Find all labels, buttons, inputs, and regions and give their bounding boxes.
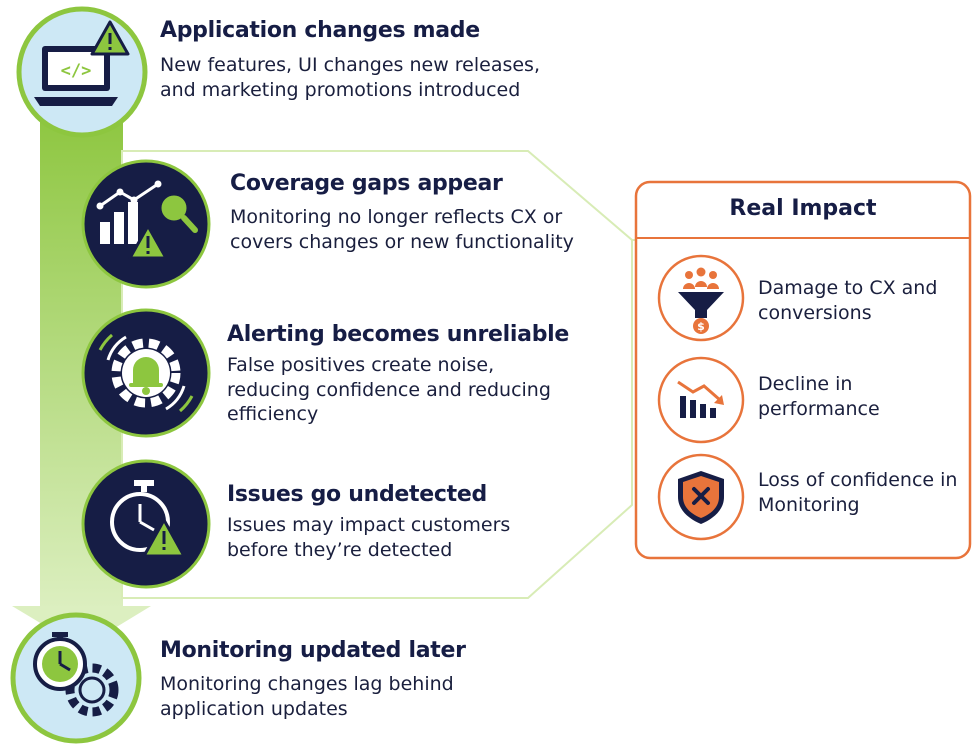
bar-chart-decline-icon	[657, 356, 745, 444]
step-title: Issues go undetected	[227, 482, 487, 507]
step-title: Monitoring updated later	[160, 638, 466, 663]
step-description: New features, UI changes new releases, a…	[160, 54, 540, 101]
middle-panel-outline	[121, 150, 633, 599]
impact-item-label: Decline in performance	[758, 373, 880, 420]
step-description: False positives create noise, reducing c…	[227, 354, 551, 425]
impact-item-label: Loss of confidence in Monitoring	[758, 469, 958, 516]
gear-bell-icon	[81, 308, 211, 438]
svg-text:$: $	[697, 320, 705, 333]
step-description: Issues may impact customers before they’…	[227, 514, 511, 561]
step-description: Monitoring changes lag behind applicatio…	[160, 673, 454, 720]
step-title: Coverage gaps appear	[230, 171, 503, 196]
step-title: Application changes made	[160, 18, 480, 43]
funnel-people-dollar-icon: $	[657, 254, 745, 342]
laptop-code-warning-icon: </>	[16, 6, 148, 138]
stopwatch-gear-icon	[10, 612, 142, 744]
svg-text:</>: </>	[61, 61, 92, 81]
impact-item-label: Damage to CX and conversions	[758, 277, 938, 324]
chart-magnifier-warning-icon	[81, 159, 211, 289]
shield-x-icon	[657, 453, 745, 541]
step-title: Alerting becomes unreliable	[227, 322, 570, 347]
impact-title: Real Impact	[729, 196, 877, 221]
stopwatch-warning-icon	[81, 459, 211, 589]
step-description: Monitoring no longer reflects CX or cove…	[230, 206, 574, 253]
